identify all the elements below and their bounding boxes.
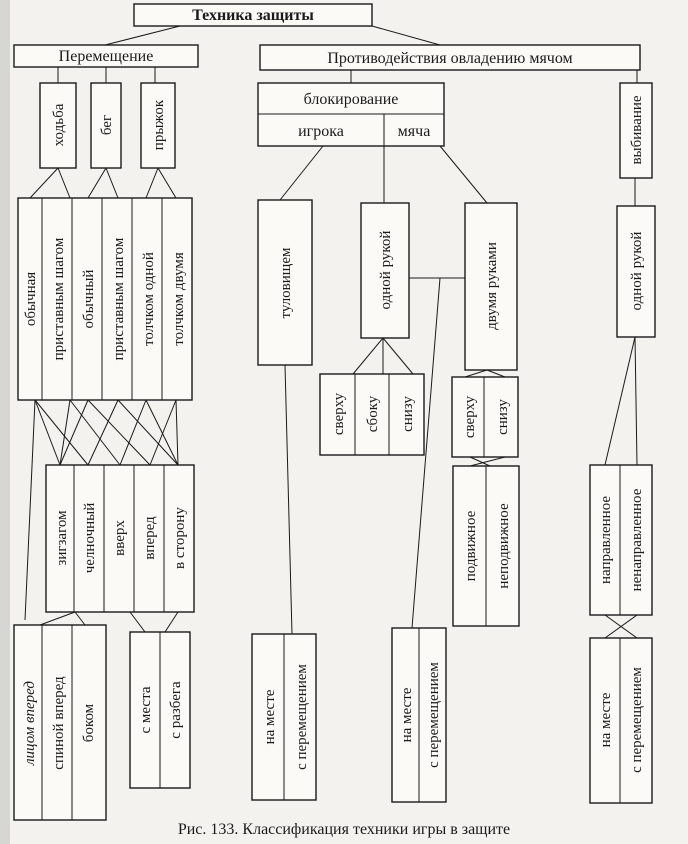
two-hands-from-above: сверху xyxy=(462,395,478,438)
knockout-directed: направленное xyxy=(598,496,614,584)
one-hand-from-above: сверху xyxy=(331,392,347,435)
mobility-mobile: подвижное xyxy=(463,510,479,581)
direction-up: вверх xyxy=(112,520,128,556)
root-box xyxy=(133,3,373,27)
torso-in-place: на месте xyxy=(262,689,278,744)
mobility-group xyxy=(452,465,520,627)
movement-label: Перемещение xyxy=(59,48,154,65)
one-hand-label: одной рукой xyxy=(378,231,394,310)
direction-forward: вперед xyxy=(142,516,158,560)
counter-box xyxy=(259,44,641,71)
body-back-forward: спиной вперед xyxy=(51,676,67,770)
start-standing: с места xyxy=(138,686,154,733)
two-hands-label: двумя руками xyxy=(484,242,500,330)
knockout-type-group xyxy=(589,464,653,616)
blocking-group xyxy=(257,82,445,147)
body-sideways: боком xyxy=(81,703,97,742)
type-one-leg-jump: толчком одной xyxy=(141,252,157,346)
knockout-label: выбивание xyxy=(629,95,645,164)
knockout-hand-box xyxy=(616,205,656,338)
knockout-undirected: ненаправленное xyxy=(629,488,645,591)
movement-directions-group xyxy=(45,464,195,613)
knockout-with-movement: с перемещением xyxy=(629,667,645,773)
one-hand-box xyxy=(360,202,410,339)
body-face-forward: лицом вперед xyxy=(22,681,38,766)
ball-in-place: на месте xyxy=(399,687,415,742)
one-hand-from-below: снизу xyxy=(400,396,416,432)
root-label: Техника защиты xyxy=(192,7,314,24)
torso-box xyxy=(257,199,313,366)
movement-types-group xyxy=(17,197,193,401)
two-hands-box xyxy=(464,202,518,371)
jump-label: прыжок xyxy=(151,99,167,150)
connector-lines xyxy=(24,25,638,639)
page-gutter xyxy=(0,0,10,844)
ball-with-movement: с перемещением xyxy=(426,662,442,768)
torso-with-movement: с перемещением xyxy=(294,664,310,770)
type-regular-run: обычный xyxy=(81,270,97,329)
type-two-leg-jump: толчком двумя xyxy=(171,252,187,346)
direction-shuttle: челночный xyxy=(82,503,98,574)
walking-label: ходьба xyxy=(51,103,67,146)
movement-box xyxy=(13,44,199,68)
walking-box xyxy=(39,82,77,169)
running-box xyxy=(90,82,122,169)
one-hand-directions-group xyxy=(319,373,425,456)
two-hands-directions-group xyxy=(451,376,519,458)
mobility-stationary: неподвижное xyxy=(496,503,512,589)
start-running: с разбега xyxy=(168,681,184,739)
type-side-step-run: приставным шагом xyxy=(111,237,127,360)
knockout-in-place: на месте xyxy=(598,692,614,747)
blocking-ball-label: мяча xyxy=(398,123,431,140)
torso-label: туловищем xyxy=(278,247,294,319)
knockout-hand-label: одной рукой xyxy=(629,232,645,311)
running-label: бег xyxy=(99,115,115,135)
direction-zigzag: зигзагом xyxy=(54,510,70,566)
blocking-label: блокирование xyxy=(304,91,399,108)
knockout-box xyxy=(619,82,653,179)
jump-box xyxy=(140,82,176,169)
figure-caption: Рис. 133. Классификация техники игры в з… xyxy=(178,821,510,838)
one-hand-from-side: сбоку xyxy=(365,395,381,432)
torso-place-group xyxy=(251,633,317,801)
body-position-group xyxy=(13,624,107,821)
direction-sideways: в сторону xyxy=(172,507,188,569)
blocking-player-label: игрока xyxy=(298,123,344,140)
ball-place-group xyxy=(391,627,447,803)
type-side-step-walk: приставным шагом xyxy=(51,237,67,360)
start-group xyxy=(129,631,191,789)
knockout-place-group xyxy=(589,637,653,804)
type-regular-walk: обычная xyxy=(23,272,39,326)
counter-label: Противодействия овладению мячом xyxy=(327,50,572,67)
two-hands-from-below: снизу xyxy=(495,399,511,435)
